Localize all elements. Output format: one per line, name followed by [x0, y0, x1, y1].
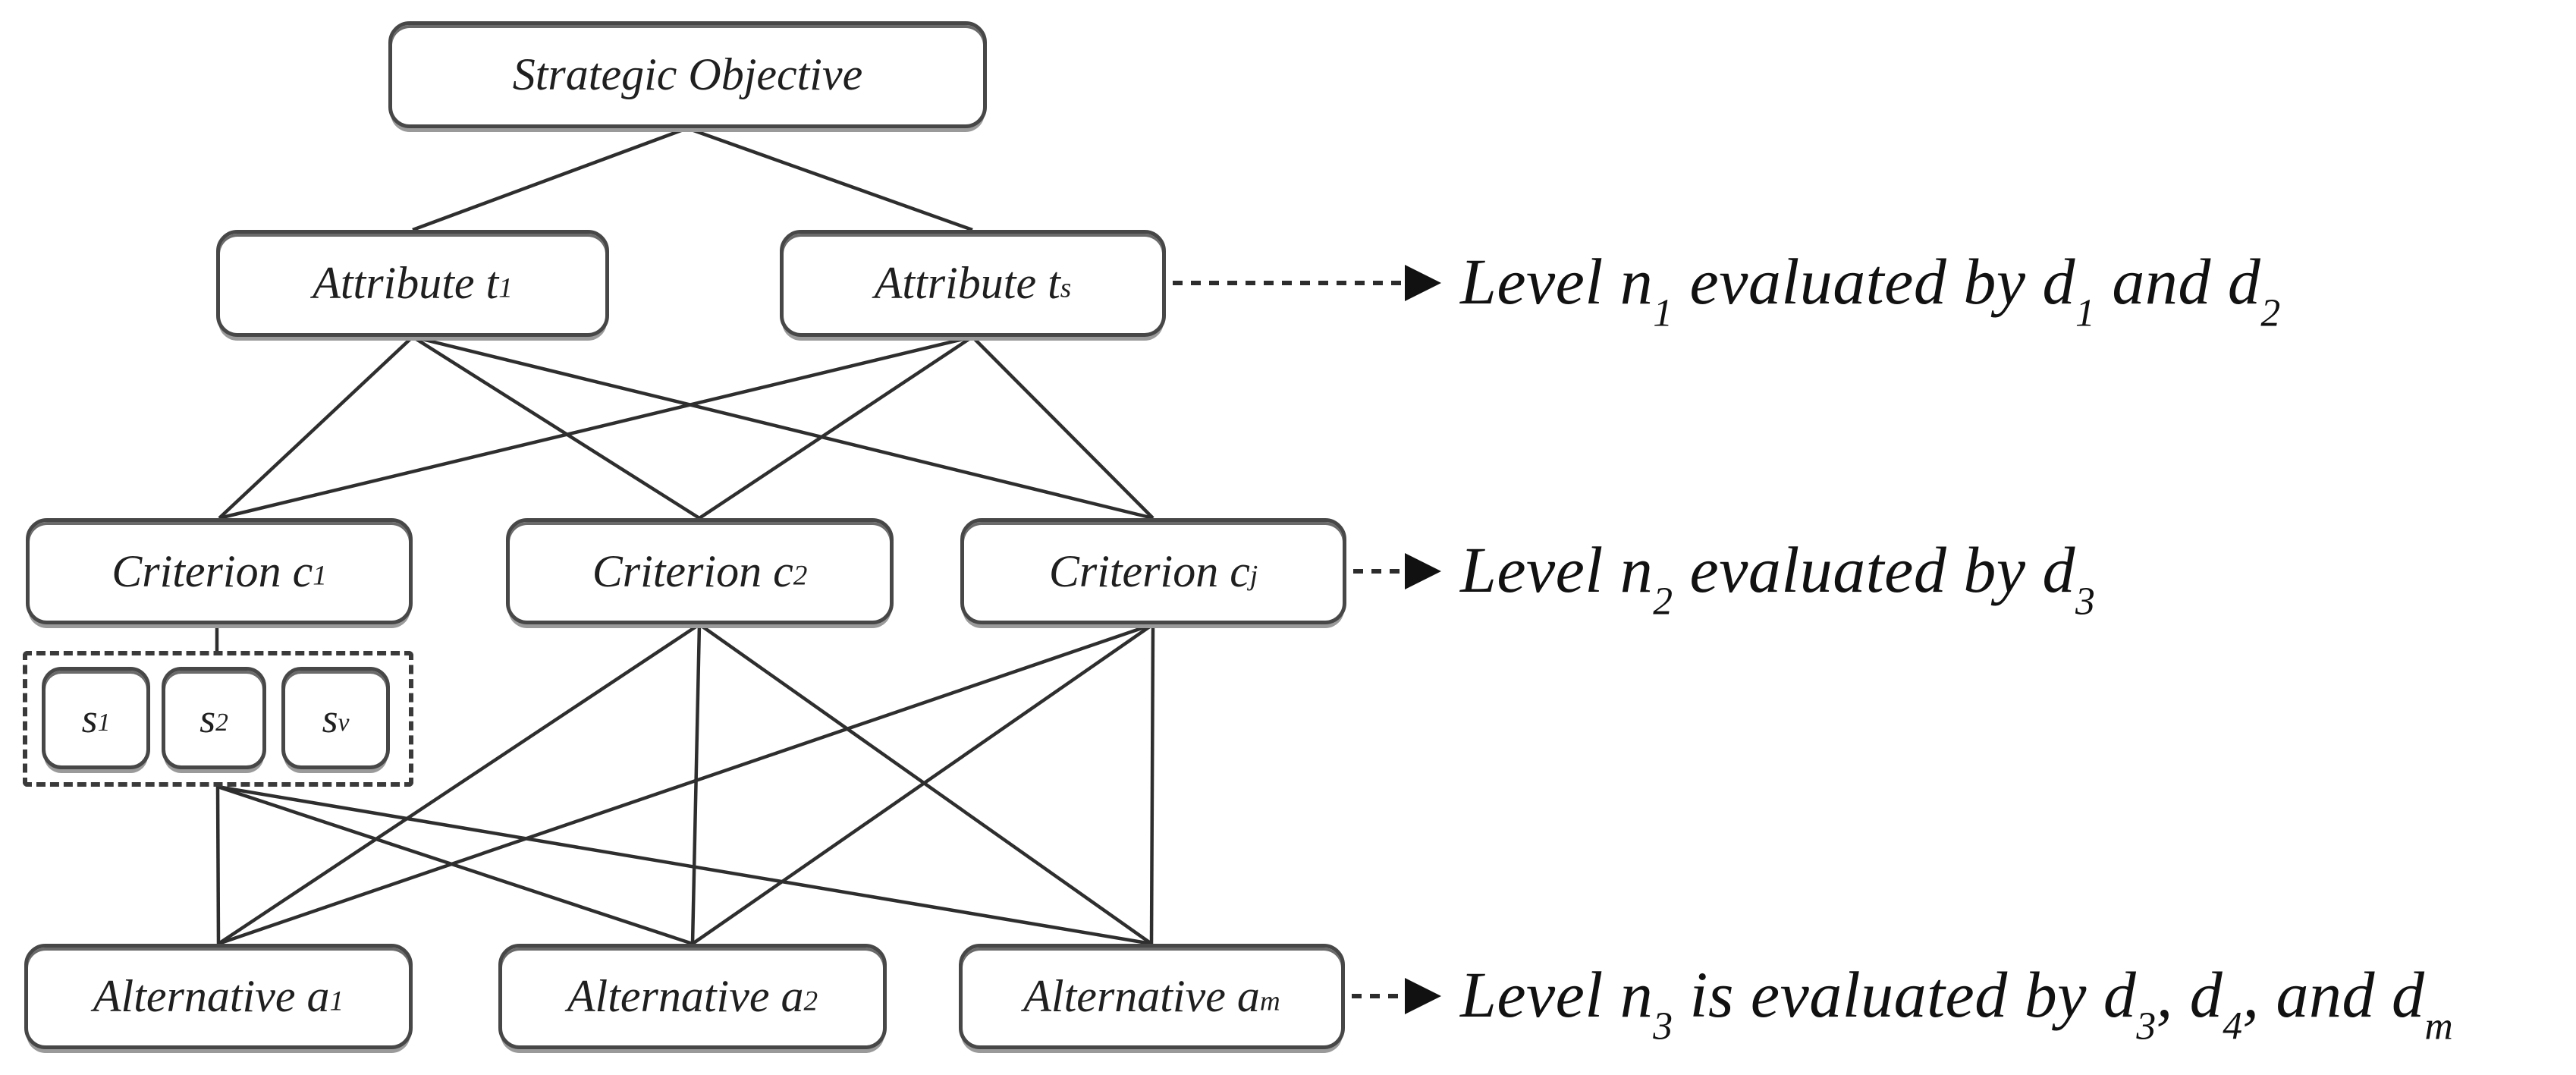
label-text: Attribute t — [313, 258, 499, 308]
label-text: Level n — [1460, 245, 1654, 318]
edge-subcriteria-group--alternative-am — [217, 784, 1152, 946]
edge-attribute-ts--criterion-c2 — [698, 335, 974, 520]
edge-strategic-objective--attribute-t1 — [412, 126, 688, 232]
label-text: Criterion c — [1048, 545, 1250, 596]
annotation-level-n1: Level n1 evaluated by d1 and d2 — [1460, 245, 2281, 335]
label-text: Alternative a — [1023, 971, 1260, 1021]
label-text: s — [81, 695, 98, 741]
edge-criterion-cj--alternative-am — [1149, 624, 1155, 945]
edge-criterion-cj--alternative-a2 — [691, 623, 1154, 945]
edge-attribute-ts--criterion-cj — [971, 335, 1154, 520]
label-text: and d — [2095, 245, 2261, 318]
edge-attribute-t1--criterion-cj — [412, 335, 1154, 520]
label-text: is evaluated by d — [1673, 958, 2137, 1031]
label-text: Alternative a — [93, 971, 330, 1021]
edge-attribute-ts--criterion-c1 — [218, 335, 973, 520]
edge-subcriteria-group--alternative-a2 — [217, 784, 693, 946]
label-text: Level n — [1460, 533, 1654, 606]
label-text: Attribute t — [874, 258, 1060, 308]
node-strategic-objective: Strategic Objective — [388, 21, 987, 128]
subcriteria-group-box — [23, 651, 413, 787]
annotation-arrow-level-n1 — [1173, 265, 1441, 301]
edge-strategic-objective--attribute-ts — [686, 126, 973, 232]
label-text: , and d — [2242, 958, 2425, 1031]
annotation-arrow-level-n3 — [1352, 978, 1441, 1014]
label-text: Level n — [1460, 958, 1654, 1031]
label-text: evaluated by d — [1673, 245, 2076, 318]
label-text: evaluated by d — [1673, 533, 2076, 606]
tree-edges — [215, 126, 1155, 946]
edge-criterion-cj--alternative-a1 — [218, 622, 1154, 946]
label-text: Criterion c — [592, 545, 793, 596]
edge-criterion-c2--alternative-a1 — [217, 623, 701, 945]
label-text: s — [322, 695, 338, 741]
annotation-level-n2: Level n2 evaluated by d3 — [1460, 533, 2096, 624]
annotation-arrow-level-n2 — [1353, 553, 1441, 589]
label-text: Criterion c — [112, 545, 313, 596]
edge-attribute-t1--criterion-c1 — [218, 335, 414, 520]
edge-criterion-c2--alternative-a2 — [690, 624, 702, 945]
label-text: Strategic Objective — [512, 49, 863, 99]
label-text: s — [199, 695, 216, 741]
edge-attribute-t1--criterion-c2 — [411, 335, 701, 520]
label-text: , d — [2156, 958, 2223, 1031]
label-text: Alternative a — [567, 971, 804, 1021]
annotation-level-n3: Level n3 is evaluated by d3, d4, and dm — [1460, 958, 2454, 1048]
